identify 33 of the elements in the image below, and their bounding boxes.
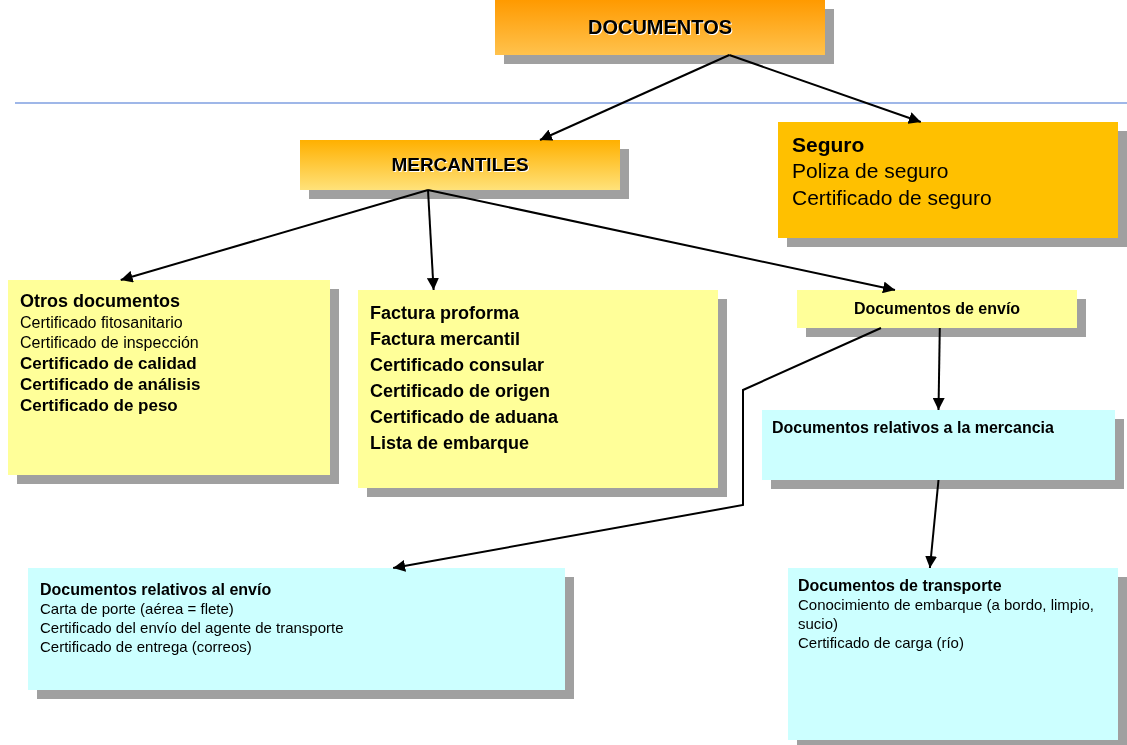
arrow	[427, 189, 896, 294]
item-text: Certificado fitosanitario	[20, 312, 184, 333]
item-text: Conocimiento de embarque (a bordo, limpio, sucio)	[798, 596, 1095, 634]
item-text: Lista de embarque	[370, 432, 531, 456]
item-text: Poliza de seguro	[792, 158, 950, 185]
item-text: MERCANTILES	[391, 153, 529, 177]
heading-text: Factura proforma	[370, 302, 521, 325]
heading-text: Seguro	[792, 132, 866, 158]
item-text: Documentos de envío	[853, 299, 1021, 319]
arrow	[119, 189, 429, 283]
item-text: Certificado de peso	[20, 395, 179, 417]
heading-text: Documentos relativos al envío	[40, 580, 273, 600]
arrow	[539, 54, 731, 141]
heading-text: Otros documentos	[20, 290, 181, 313]
item-text: Certificado de calidad	[20, 352, 198, 374]
item-text: Certificado de inspección	[20, 332, 200, 353]
item-text: Factura mercantil	[370, 328, 522, 352]
arrow	[728, 54, 922, 124]
item-text: Certificado consular	[370, 354, 546, 378]
heading-text: Documentos de transporte	[798, 576, 1003, 596]
item-text: Certificado de carga (río)	[798, 633, 965, 653]
item-text: Documentos relativos a la mercancia	[772, 418, 1055, 438]
item-text: Carta de porte (aérea = flete)	[40, 600, 235, 619]
item-text: Certificado de análisis	[20, 373, 202, 395]
item-text: Certificado del envío del agente de transporte	[40, 618, 345, 638]
item-text: Certificado de seguro	[792, 184, 993, 211]
item-text: Certificado de aduana	[370, 406, 560, 430]
item-text: Certificado de origen	[370, 380, 552, 404]
arrow	[932, 327, 945, 411]
item-text: Certificado de entrega (correos)	[40, 637, 253, 657]
arrow	[925, 479, 940, 569]
arrow	[426, 189, 439, 291]
item-text: DOCUMENTOS	[587, 15, 733, 40]
